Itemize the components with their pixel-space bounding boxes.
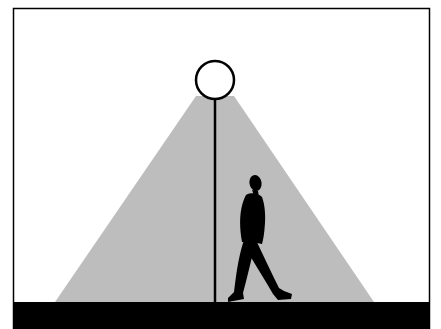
ground-bar-icon [13, 302, 430, 329]
lamp-head-icon [196, 61, 234, 99]
